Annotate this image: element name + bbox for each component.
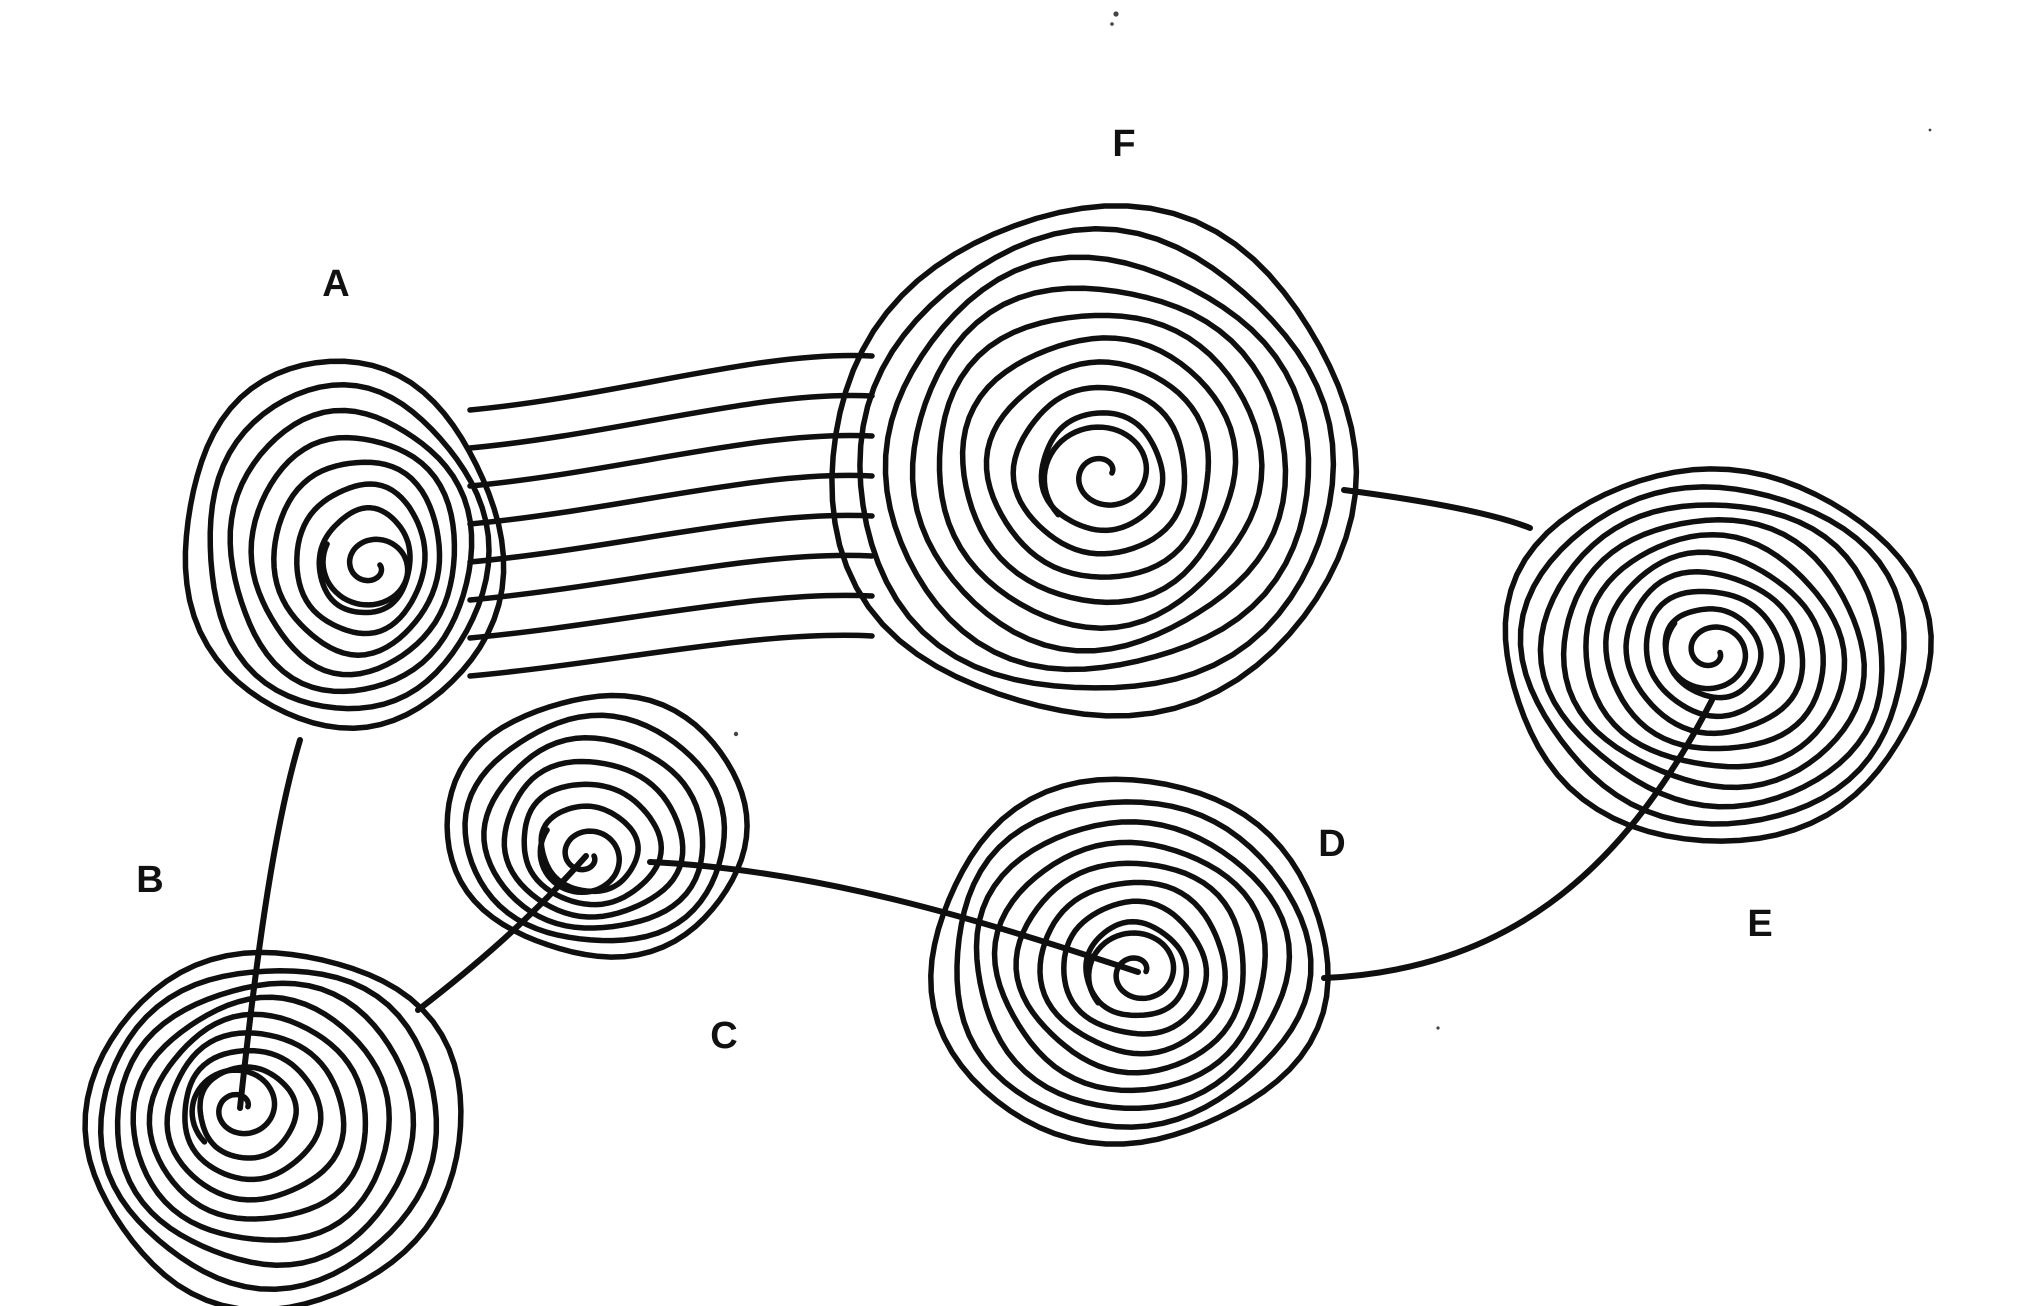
- node-b: [82, 949, 464, 1306]
- node-center-spiral: [1041, 424, 1150, 518]
- node-ring: [97, 968, 440, 1293]
- connector-line: [467, 392, 875, 451]
- node-center-spiral: [1663, 620, 1749, 692]
- node-ring: [444, 692, 750, 960]
- node-ring: [928, 776, 1331, 1147]
- node-ring: [973, 819, 1293, 1112]
- node-ring: [1603, 549, 1826, 752]
- connector-line: [467, 552, 875, 603]
- node-label-c: C: [710, 1015, 737, 1057]
- connector-bundle-a-f: [467, 352, 875, 679]
- node-ring: [164, 1030, 347, 1203]
- node-ring: [462, 712, 728, 944]
- node-ring: [1643, 588, 1785, 720]
- node-ring: [82, 949, 464, 1306]
- node-d: [928, 776, 1331, 1147]
- node-label-b: B: [136, 859, 163, 901]
- node-center-spiral: [537, 827, 623, 896]
- speck: [1928, 128, 1932, 132]
- node-ring: [182, 358, 507, 731]
- connector-line: [467, 592, 875, 641]
- node-ring: [1537, 502, 1885, 810]
- node-ring: [936, 312, 1265, 631]
- node-ring: [146, 1011, 369, 1222]
- node-ring: [1502, 466, 1934, 844]
- connector-d-e: [1321, 697, 1715, 981]
- speck: [733, 731, 739, 737]
- node-ring: [481, 734, 706, 931]
- scan-specks: [733, 11, 1932, 1030]
- node-ring: [991, 839, 1268, 1094]
- node-center-spiral: [320, 536, 411, 608]
- speck: [1110, 22, 1114, 26]
- labels-layer: A B C D E F: [136, 123, 1772, 1057]
- node-ring: [182, 1047, 324, 1183]
- node-ring: [1623, 569, 1806, 737]
- node-ring: [1061, 898, 1210, 1037]
- connector-line: [467, 472, 875, 527]
- node-ring: [1013, 860, 1246, 1076]
- nodes-layer: [82, 203, 1934, 1306]
- node-c: [444, 692, 750, 960]
- node-center-spiral: [1085, 930, 1177, 1006]
- node-ring: [501, 758, 686, 920]
- node-f: [829, 203, 1360, 719]
- speck: [1436, 1026, 1440, 1030]
- connector-line: [467, 352, 875, 413]
- node-ring: [294, 481, 428, 637]
- node-center-spiral: [189, 1067, 278, 1145]
- node-ring: [959, 335, 1239, 606]
- speck: [1113, 11, 1119, 17]
- connector-line: [467, 632, 875, 679]
- connector-line: [467, 432, 875, 489]
- node-ring: [521, 781, 665, 908]
- node-ring: [1083, 918, 1190, 1019]
- connections-layer: [237, 352, 1715, 1111]
- node-ring: [983, 359, 1212, 580]
- node-e: [1502, 466, 1934, 844]
- node-label-f: F: [1112, 123, 1135, 165]
- node-ring: [909, 285, 1289, 654]
- node-label-d: D: [1318, 823, 1345, 865]
- connector-a-b: [237, 737, 303, 1111]
- node-ring: [130, 994, 392, 1243]
- node-a: [182, 358, 507, 731]
- node-ring: [882, 254, 1312, 673]
- node-ring: [316, 505, 413, 616]
- node-ring: [1038, 410, 1166, 534]
- node-ring: [271, 459, 443, 658]
- node-ring: [1517, 484, 1907, 827]
- node-ring: [954, 799, 1314, 1130]
- node-ring: [114, 980, 417, 1268]
- node-ring: [207, 381, 492, 712]
- node-label-a: A: [322, 263, 349, 305]
- connector-b-c: [415, 853, 589, 1013]
- node-ring: [829, 203, 1360, 719]
- node-ring: [1037, 879, 1228, 1057]
- node-ring: [1560, 517, 1867, 791]
- node-ring: [857, 225, 1337, 691]
- node-ring: [197, 1064, 299, 1161]
- node-ring: [1583, 531, 1848, 770]
- node-ring: [1010, 384, 1188, 557]
- connector-f-e: [1341, 487, 1533, 531]
- node-label-e: E: [1747, 903, 1772, 945]
- connector-line: [467, 512, 875, 565]
- node-ring: [227, 407, 475, 695]
- node-ring: [248, 434, 458, 678]
